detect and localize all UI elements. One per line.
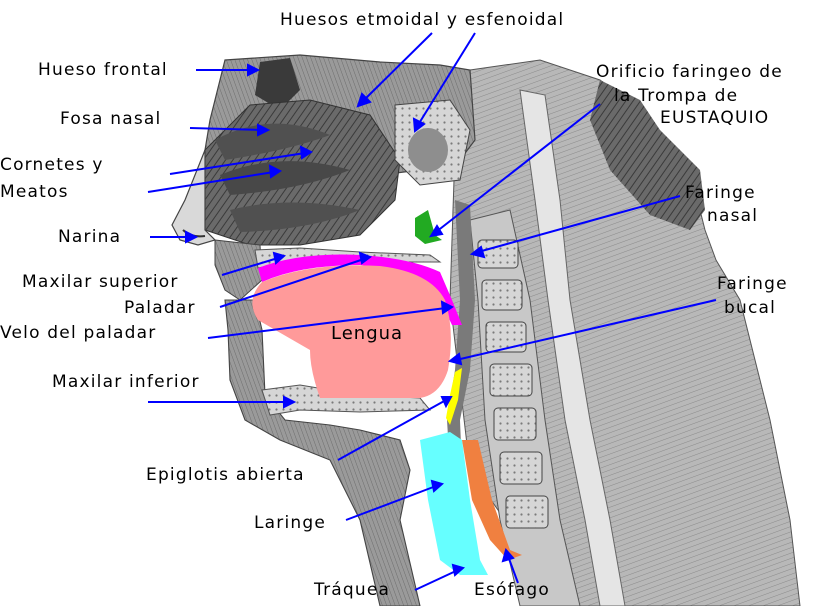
label-maxilar-inferior: Maxilar inferior xyxy=(52,372,200,392)
label-faringe-bucal-line1: Faringe xyxy=(717,274,788,294)
label-orificio-line1: Orificio faringeo de xyxy=(596,62,783,82)
label-orificio-line2: la Trompa de xyxy=(614,86,738,106)
label-huesos-etmoidal: Huesos etmoidal y esfenoidal xyxy=(280,10,564,30)
label-faringe-nasal-line2: nasal xyxy=(707,206,758,226)
label-fosa-nasal: Fosa nasal xyxy=(60,109,161,129)
label-traquea: Tráquea xyxy=(314,580,390,600)
label-cornetes-line1: Cornetes y xyxy=(0,155,104,175)
label-maxilar-superior: Maxilar superior xyxy=(22,272,179,292)
label-narina: Narina xyxy=(58,227,121,247)
label-lengua: Lengua xyxy=(331,323,403,344)
arrow-traquea xyxy=(415,570,458,590)
label-velo-paladar: Velo del paladar xyxy=(0,323,156,343)
label-cornetes-line2: Meatos xyxy=(0,182,69,202)
label-laringe: Laringe xyxy=(254,513,326,533)
label-faringe-bucal-line2: bucal xyxy=(724,298,776,318)
label-esofago: Esófago xyxy=(474,580,550,600)
label-epiglotis: Epiglotis abierta xyxy=(146,465,305,485)
label-faringe-nasal-line1: Faringe xyxy=(685,183,756,203)
sphenoid-cavity xyxy=(408,128,448,172)
label-paladar: Paladar xyxy=(124,298,196,318)
label-orificio-line3: EUSTAQUIO xyxy=(660,108,769,128)
label-hueso-frontal: Hueso frontal xyxy=(38,60,168,80)
